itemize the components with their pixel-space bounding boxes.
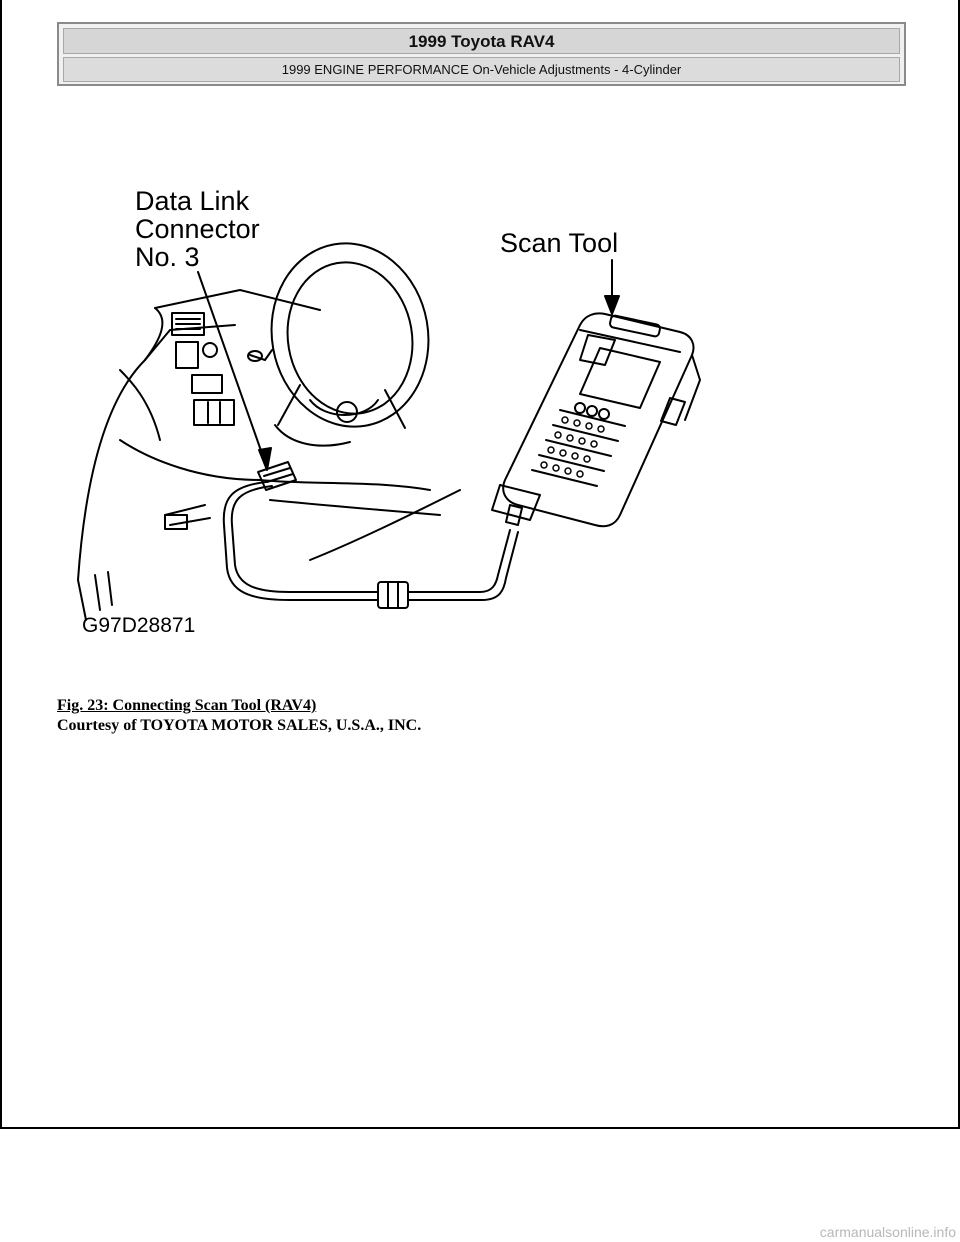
scan-tool-illustration: Data Link Connector No. 3 Scan Tool G97D… — [60, 180, 760, 650]
data-link-connector-drawing — [257, 461, 297, 491]
scan-tool-cable — [222, 481, 519, 609]
connector-leader-arrow — [197, 271, 272, 471]
document-subtitle: 1999 ENGINE PERFORMANCE On-Vehicle Adjus… — [63, 57, 900, 82]
page-bottom-border — [0, 1127, 960, 1129]
steering-wheel-drawing — [247, 242, 430, 447]
figure-caption-credit: Courtesy of TOYOTA MOTOR SALES, U.S.A., … — [57, 717, 422, 734]
page-left-border — [0, 0, 2, 1128]
site-watermark: carmanualsonline.info — [819, 1224, 956, 1240]
label-scan-tool: Scan Tool — [500, 228, 618, 258]
scan-tool-device-drawing — [491, 312, 701, 528]
figure-caption: Fig. 23: Connecting Scan Tool (RAV4) Cou… — [57, 696, 421, 736]
label-connector-line1: Data Link — [135, 186, 250, 216]
scan-tool-leader-arrow — [604, 259, 620, 315]
label-connector-line3: No. 3 — [135, 242, 200, 272]
figure-caption-title: Fig. 23: Connecting Scan Tool (RAV4) — [57, 697, 317, 714]
label-connector-line2: Connector — [135, 214, 260, 244]
dashboard-drawing — [77, 289, 461, 621]
document-header: 1999 Toyota RAV4 1999 ENGINE PERFORMANCE… — [57, 22, 906, 86]
figure-code: G97D28871 — [82, 614, 195, 637]
page-right-border — [958, 0, 960, 1128]
document-title: 1999 Toyota RAV4 — [63, 28, 900, 54]
